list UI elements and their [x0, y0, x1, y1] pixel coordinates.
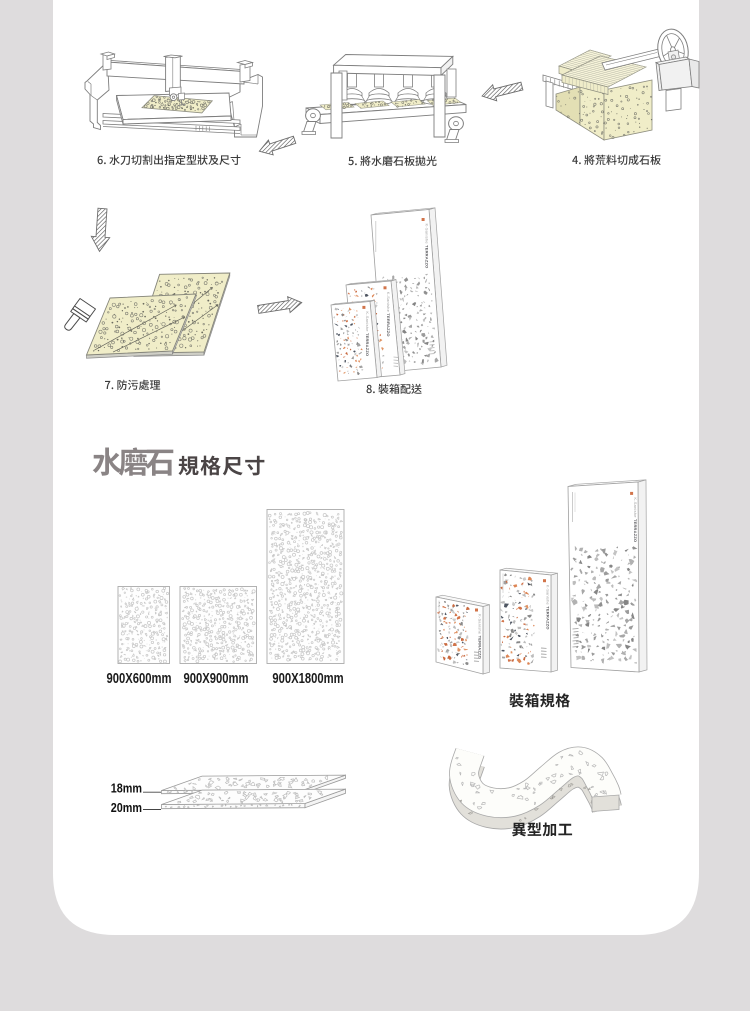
svg-text:K-Sanishe TERRAZZO: K-Sanishe TERRAZZO	[478, 614, 483, 659]
svg-text:K-Sanishe TERRAZZO: K-Sanishe TERRAZZO	[546, 585, 551, 630]
svg-text:900X900mm: 900X900mm	[184, 669, 249, 686]
svg-text:20mm: 20mm	[111, 800, 142, 815]
svg-text:18mm: 18mm	[111, 780, 142, 795]
svg-text:900X600mm: 900X600mm	[107, 669, 172, 686]
svg-text:K-Sanishe TERRAZZO: K-Sanishe TERRAZZO	[386, 292, 391, 337]
svg-text:K-Sanishe TERRAZZO: K-Sanishe TERRAZZO	[365, 311, 370, 356]
svg-text:900X1800mm: 900X1800mm	[272, 669, 343, 686]
svg-text:K-Sanishe TERRAZZO: K-Sanishe TERRAZZO	[424, 223, 429, 268]
svg-text:K-Sanishe TERRAZZO: K-Sanishe TERRAZZO	[633, 497, 638, 542]
